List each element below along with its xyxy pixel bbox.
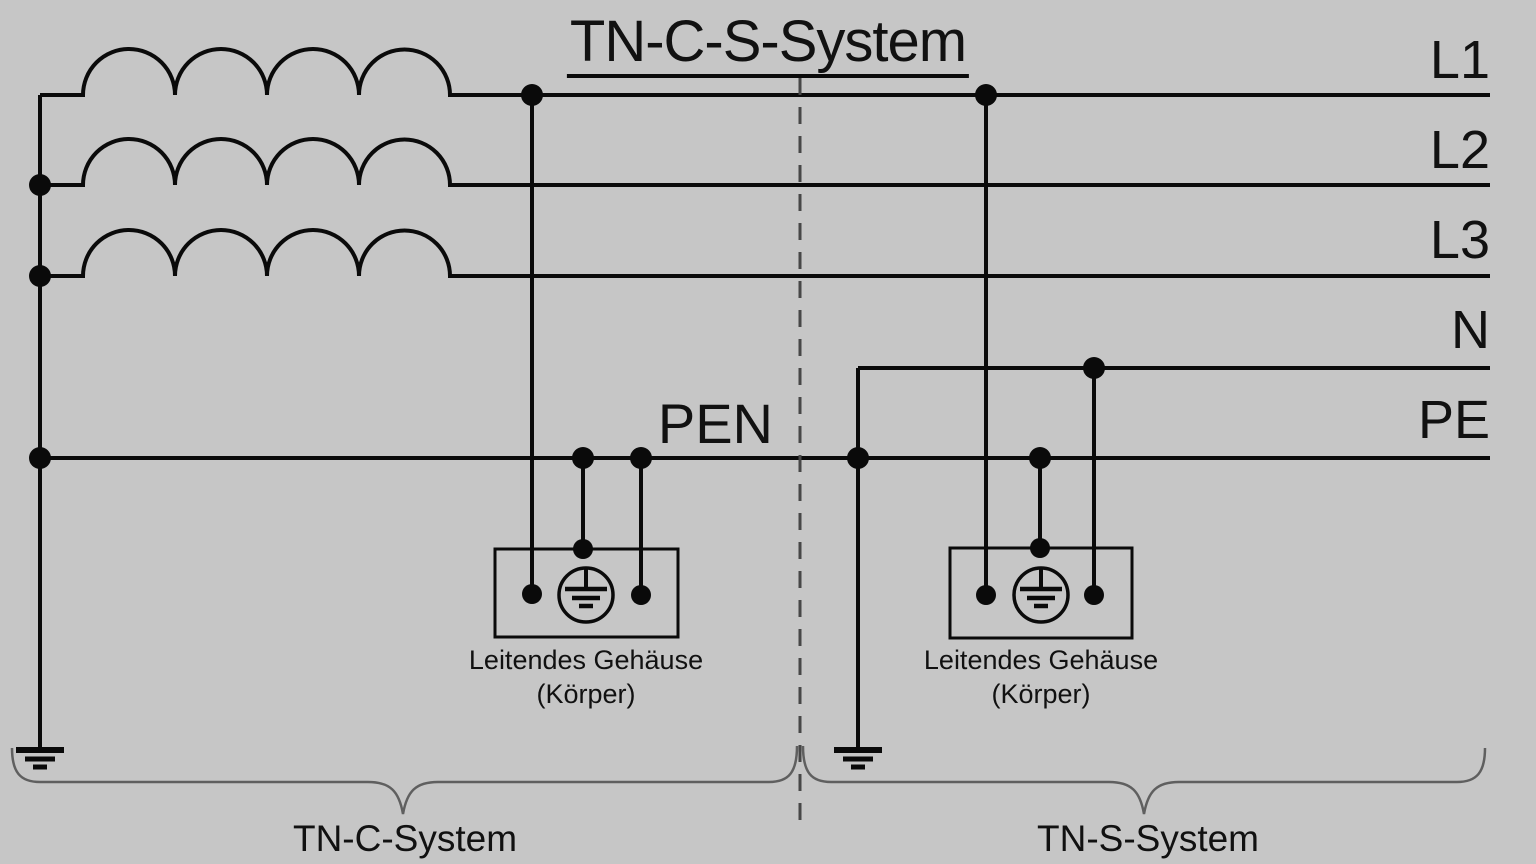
- enclosure-box-right: [948, 546, 1134, 640]
- enclosure-caption-left: Leitendes Gehäuse (Körper): [469, 643, 703, 711]
- enclosure-caption-right: Leitendes Gehäuse (Körper): [924, 643, 1158, 711]
- terminal-dot: [522, 584, 542, 604]
- diagram-title: TN-C-S-System: [566, 13, 970, 78]
- protective-earth-symbol-right: [1012, 566, 1070, 624]
- junction-dot: [975, 84, 997, 106]
- terminal-dot: [631, 585, 651, 605]
- junction-dot: [1029, 447, 1051, 469]
- junction-dot: [29, 265, 51, 287]
- protective-earth-symbol-left: [557, 566, 615, 624]
- label-l3: L3: [1429, 210, 1490, 270]
- junction-dot: [847, 447, 869, 469]
- section-label-tn-c: TN-C-System: [292, 818, 518, 859]
- section-label-tn-s: TN-S-System: [1037, 818, 1259, 859]
- junction-dot: [630, 447, 652, 469]
- label-pe: PE: [1417, 390, 1490, 450]
- label-pen: PEN: [657, 392, 773, 455]
- brace-tn-c: [10, 745, 799, 815]
- enclosure-caption-right-line1: Leitendes Gehäuse: [923, 645, 1159, 675]
- label-l1: L1: [1429, 30, 1490, 90]
- conductor-l3-winding-and-line: [40, 228, 1490, 278]
- enclosure-caption-left-line2: (Körper): [536, 679, 636, 709]
- enclosure-caption-right-line2: (Körper): [991, 679, 1091, 709]
- terminal-dot: [1084, 585, 1104, 605]
- brace-tn-s: [801, 745, 1487, 815]
- junction-dot: [29, 447, 51, 469]
- earth-ground-symbol-middle: [834, 747, 882, 770]
- enclosure-box-left: [493, 547, 680, 639]
- conductor-l2-winding-and-line: [40, 137, 1490, 187]
- terminal-dot: [976, 585, 996, 605]
- conductor-l1-winding-and-line: [40, 47, 1490, 97]
- junction-dot: [29, 174, 51, 196]
- enclosure-caption-left-line1: Leitendes Gehäuse: [468, 645, 704, 675]
- junction-dot: [572, 447, 594, 469]
- junction-dot: [1083, 357, 1105, 379]
- label-n: N: [1451, 300, 1490, 360]
- label-l2: L2: [1429, 120, 1490, 180]
- junction-dot: [521, 84, 543, 106]
- earth-ground-symbol-left: [16, 747, 64, 770]
